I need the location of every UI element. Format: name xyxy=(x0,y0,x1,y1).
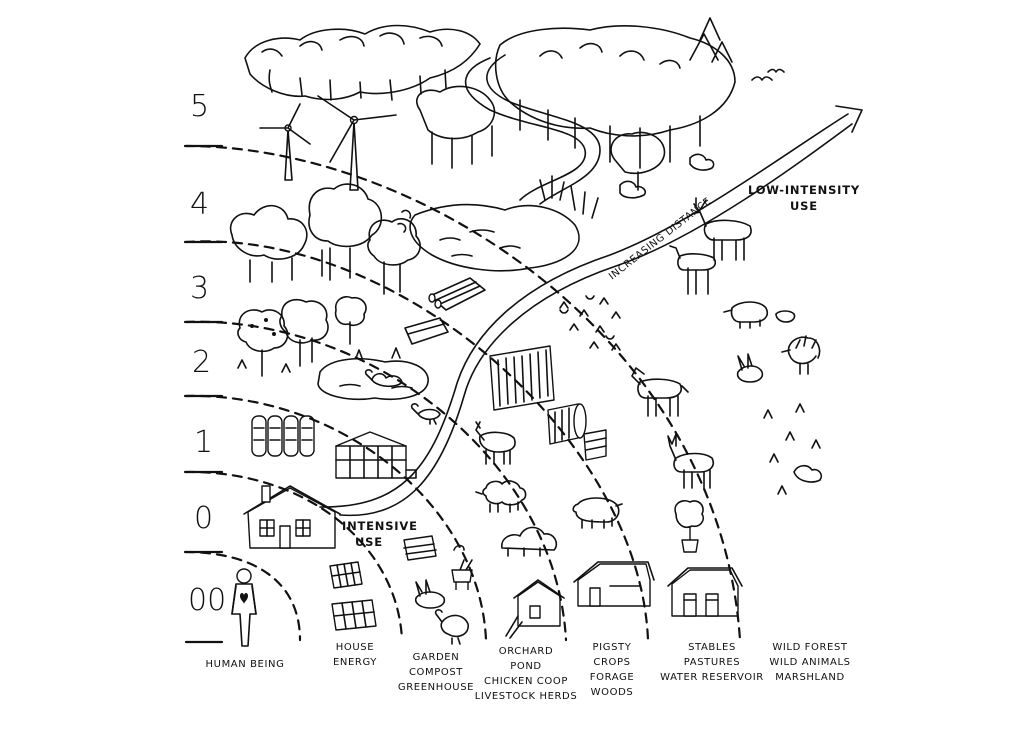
crop-field-icon xyxy=(489,345,555,411)
rabbit-icon xyxy=(414,579,446,609)
horse-icon xyxy=(667,433,715,489)
forest-icon xyxy=(244,17,736,199)
hay-bale-icon xyxy=(547,403,607,461)
intensive-label: INTENSIVE xyxy=(342,519,418,533)
zone-label-00: HUMAN BEING xyxy=(206,659,285,670)
wind-turbine-icon xyxy=(259,95,397,191)
turkey-icon xyxy=(781,335,821,375)
zone-label-line: STABLES xyxy=(688,642,736,653)
stable-icon xyxy=(667,567,743,617)
zone-number-3: 3 xyxy=(190,271,209,306)
low-intensity-label: LOW-INTENSITY xyxy=(748,183,860,197)
river-icon xyxy=(409,54,601,272)
boundary-0 xyxy=(183,470,404,642)
zone-label-line: GREENHOUSE xyxy=(398,682,474,693)
compost-icon xyxy=(403,535,473,590)
boundary-1 xyxy=(183,394,488,642)
zone-label-line: WILD ANIMALS xyxy=(769,657,850,668)
zone-label-3: PIGSTY CROPS FORAGE WOODS xyxy=(590,642,635,698)
wild-boar-icon xyxy=(723,301,796,329)
zone-label-4: STABLES PASTURES WATER RESERVOIR xyxy=(660,642,764,683)
zone-label-line: PIGSTY xyxy=(593,642,632,653)
increasing-distance-arrow xyxy=(319,105,863,517)
zone-label-line: HUMAN BEING xyxy=(206,659,285,670)
zone-label-line: POND xyxy=(510,661,541,672)
birds-icon xyxy=(751,68,785,81)
zone-label-line: HOUSE xyxy=(336,642,374,653)
young-tree-icon xyxy=(674,499,705,553)
boundary-00 xyxy=(183,550,302,642)
zone-label-line: WILD FOREST xyxy=(772,642,848,653)
zone-number-5: 5 xyxy=(190,89,209,124)
duck-icon xyxy=(364,369,403,388)
boundary-4 xyxy=(183,144,742,642)
zone-labels: HUMAN BEING HOUSE ENERGY GARDEN COMPOST GREEN… xyxy=(206,642,850,702)
zone-number-0: 0 xyxy=(194,501,213,536)
bush-icon xyxy=(501,526,558,557)
zone-label-line: FORAGE xyxy=(590,672,635,683)
zone-label-2: ORCHARD POND CHICKEN COOP LIVESTOCK HERDS xyxy=(475,646,578,702)
goat-icon xyxy=(475,421,516,465)
zone-number-2: 2 xyxy=(192,345,211,380)
sheep-icon xyxy=(475,480,527,513)
pond-icon xyxy=(317,358,429,401)
duck-icon xyxy=(410,403,441,425)
low-intensity-use-label: USE xyxy=(790,199,818,213)
zone-number-1: 1 xyxy=(194,425,213,460)
zone-label-1: GARDEN COMPOST GREENHOUSE xyxy=(398,652,474,693)
solar-panel-icon xyxy=(329,561,377,631)
zone-label-line: CHICKEN COOP xyxy=(484,676,568,687)
zone-boundaries xyxy=(183,144,742,642)
pigsty-barn-icon xyxy=(573,561,655,607)
house-icon xyxy=(243,485,341,549)
zone-number-4: 4 xyxy=(190,187,209,222)
chicken-coop-icon xyxy=(505,579,565,639)
zone-label-line: WATER RESERVOIR xyxy=(660,672,764,683)
zone-number-00: 00 xyxy=(188,583,226,618)
zone-label-line: GARDEN xyxy=(413,652,460,663)
garden-bed-icon xyxy=(251,415,315,457)
woods-icon xyxy=(229,183,421,295)
zone-label-line: MARSHLAND xyxy=(775,672,845,683)
zone-label-line: COMPOST xyxy=(409,667,463,678)
greenhouse-icon xyxy=(335,431,417,479)
zone-label-line: ENERGY xyxy=(333,657,377,668)
boundary-3 xyxy=(183,240,650,642)
rabbit-icon xyxy=(736,353,764,383)
zone-label-5: WILD FOREST WILD ANIMALS MARSHLAND xyxy=(769,642,850,683)
chicken-icon xyxy=(434,609,469,645)
intensive-use-label: USE xyxy=(355,535,383,549)
human-icon xyxy=(231,568,257,647)
boundary-2 xyxy=(183,320,568,642)
zone-label-line: PASTURES xyxy=(684,657,740,668)
forage-icon xyxy=(559,295,621,351)
zone-label-line: WOODS xyxy=(591,687,634,698)
zone-label-0: HOUSE ENERGY xyxy=(333,642,377,668)
deer-icon xyxy=(669,197,752,295)
zone-label-line: CROPS xyxy=(593,657,630,668)
zone-label-line: LIVESTOCK HERDS xyxy=(475,691,578,702)
orchard-tree-icon xyxy=(237,295,401,377)
log-pile-icon xyxy=(404,277,486,345)
marshland-icon xyxy=(763,403,823,495)
zone-label-line: ORCHARD xyxy=(499,646,554,657)
